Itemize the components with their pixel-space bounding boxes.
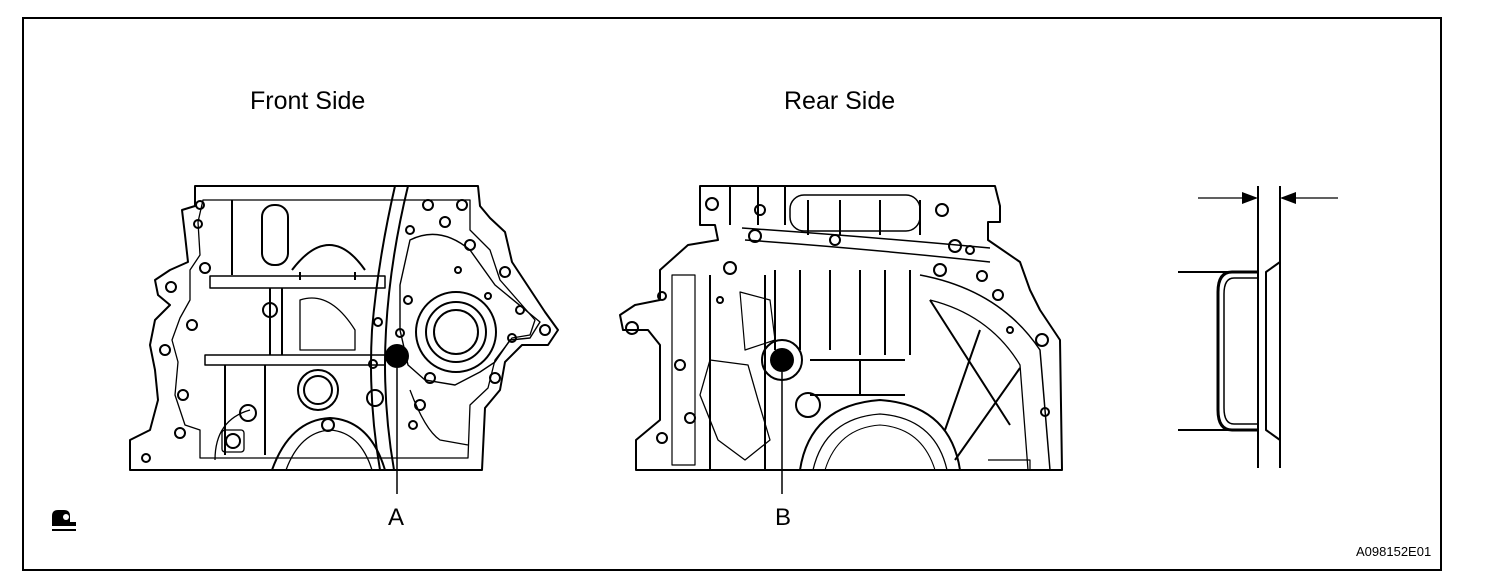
seal-point-a <box>385 344 409 368</box>
dimension-arrow-right-icon <box>1280 192 1296 204</box>
seal-packing-icon <box>52 510 76 530</box>
callout-a: A <box>388 504 405 531</box>
seal-cross-section <box>1178 186 1338 468</box>
callout-b: B <box>775 504 792 531</box>
rear-side-block <box>620 186 1062 470</box>
front-side-block <box>130 186 558 470</box>
figure-frame <box>22 17 1442 571</box>
dimension-arrow-left-icon <box>1242 192 1258 204</box>
rear-side-title: Rear Side <box>784 87 896 115</box>
seal-point-b <box>770 348 794 372</box>
figure-code: A098152E01 <box>1356 544 1432 559</box>
front-side-title: Front Side <box>250 87 366 115</box>
